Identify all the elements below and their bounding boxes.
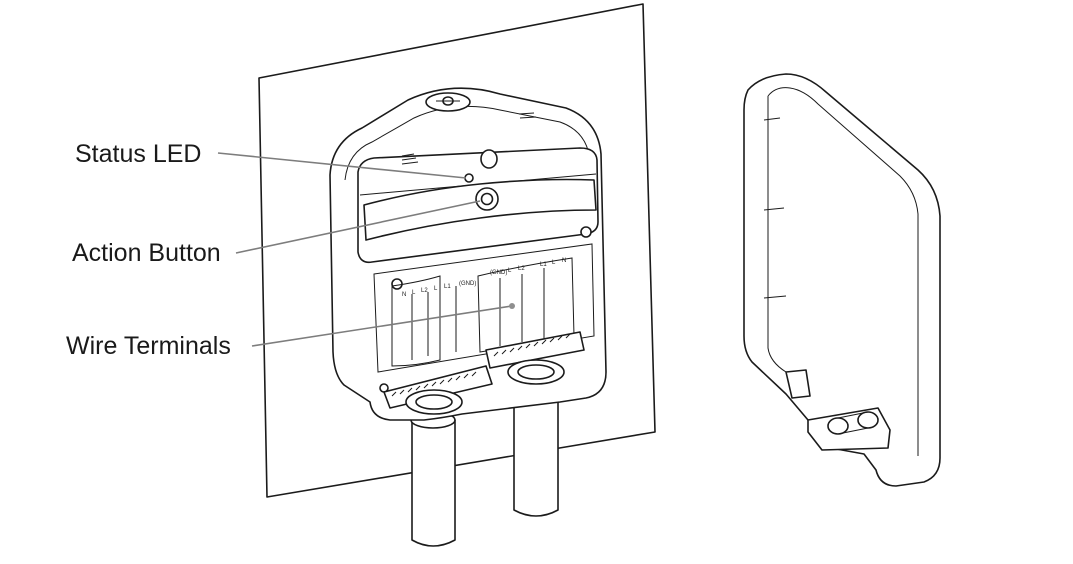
leader-action-button: [235, 200, 481, 254]
callout-wire-terminals: Wire Terminals: [66, 332, 231, 360]
terminal-label: (GND): [490, 270, 507, 276]
detached-cover: [743, 73, 941, 487]
screw-left-icon: [391, 278, 403, 290]
gland-teeth: [391, 333, 571, 397]
conduit-pipe-left: [410, 411, 456, 547]
terminal-label: L2: [421, 288, 428, 294]
leader-status-led: [217, 152, 467, 179]
vent-grill-right: [518, 112, 537, 119]
terminal-label: L: [552, 260, 556, 266]
terminal-label: L1: [540, 262, 547, 268]
terminal-label: N: [402, 292, 406, 298]
cover-hinge: [807, 407, 891, 451]
status-led: [464, 173, 474, 183]
action-button[interactable]: [475, 187, 499, 211]
terminal-label: (GND): [459, 281, 476, 287]
terminal-label: L1: [444, 284, 451, 290]
leader-lines: [217, 152, 515, 347]
device-housing: N L L2 L L1 (GND) (GND) L L2 L1 L N: [329, 87, 607, 421]
cable-gland-right: [485, 331, 585, 385]
terminal-label: L: [434, 286, 438, 292]
terminal-label: N: [562, 258, 566, 264]
leader-wire-terminals: [251, 305, 513, 347]
callout-action-button: Action Button: [72, 239, 221, 267]
screw-right-icon: [580, 226, 592, 238]
wire-terminals-marker: [509, 303, 515, 309]
callout-status-led: Status LED: [75, 140, 202, 168]
terminal-label: L2: [518, 266, 525, 272]
terminal-label: L: [508, 268, 512, 274]
terminal-labels-left: N L L2 L L1 (GND): [402, 281, 476, 298]
terminal-label: L: [412, 290, 416, 296]
vent-grill-left: [401, 153, 419, 165]
terminal-labels-right: (GND) L L2 L1 L N: [490, 258, 566, 276]
